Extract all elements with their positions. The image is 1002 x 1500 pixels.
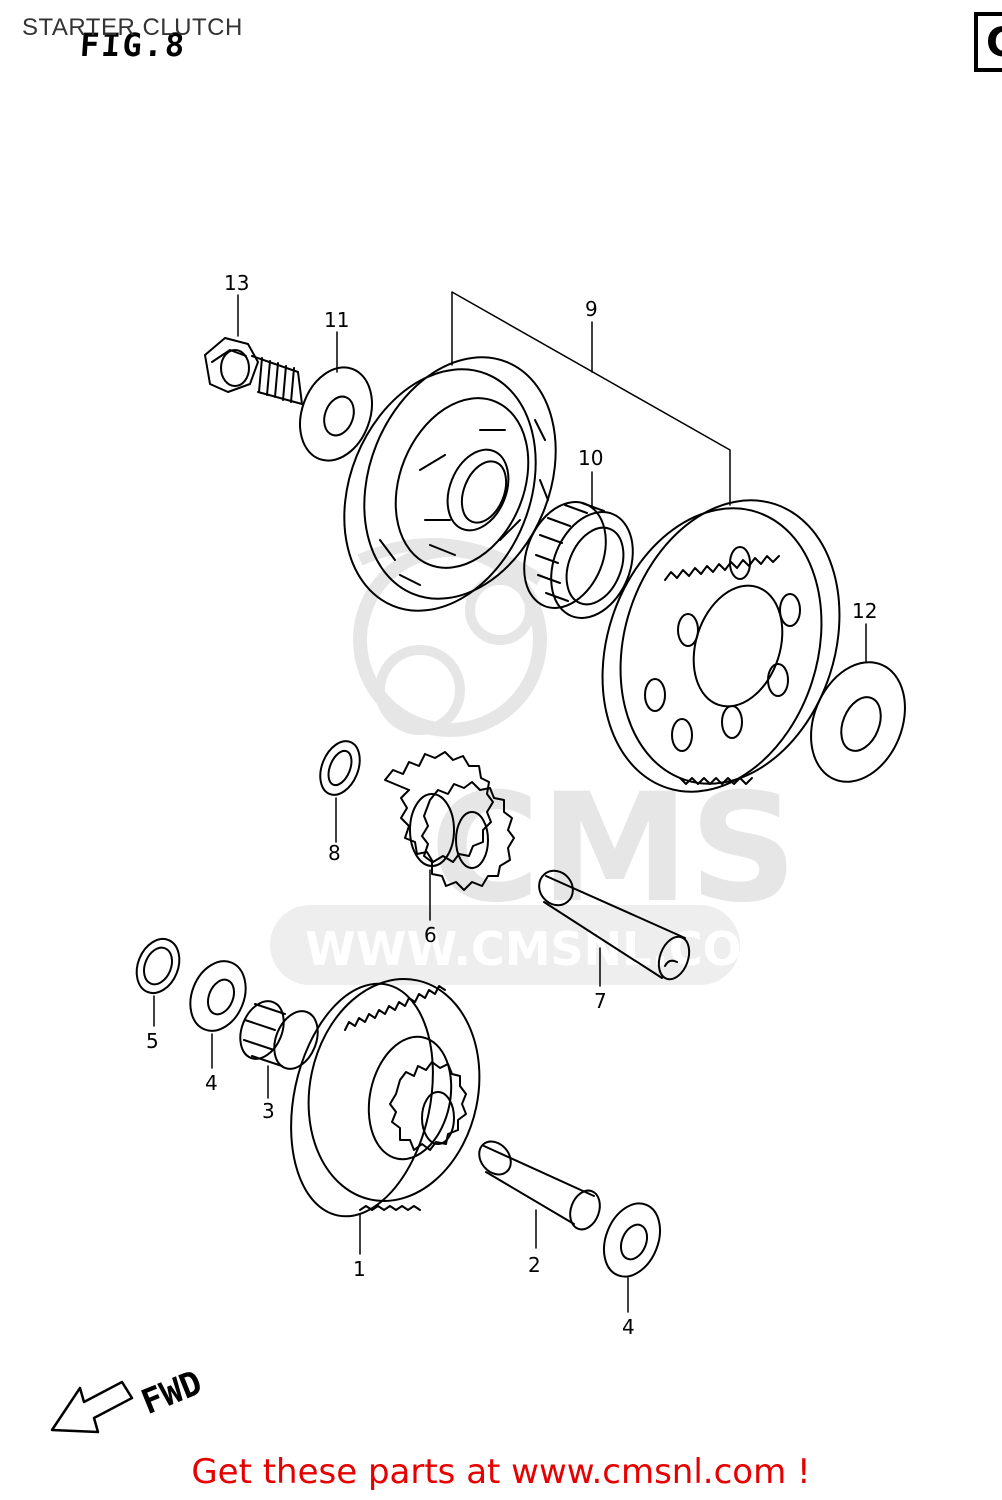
part-4-washer-left [189, 960, 247, 1032]
callout-7: 7 [594, 989, 607, 1013]
watermark: CMS WWW.CMSNL.COM [270, 538, 797, 985]
part-2-shaft [478, 1140, 601, 1231]
fwd-label: FWD [136, 1363, 208, 1423]
callout-9: 9 [585, 297, 598, 321]
part-4-washer-right [603, 1202, 661, 1278]
part-9-clutch-housing [343, 356, 557, 612]
part-1-idle-gear [290, 978, 481, 1218]
corner-glyph: C [986, 20, 1002, 66]
part-9-driven-gear [601, 499, 841, 793]
part-11-washer [299, 366, 373, 462]
part-13-bolt [204, 337, 303, 405]
footer-cta-link[interactable]: Get these parts at www.cmsnl.com ! [191, 1452, 811, 1492]
callout-12: 12 [852, 599, 877, 623]
part-8-washer [319, 740, 361, 796]
callout-1: 1 [353, 1257, 366, 1281]
callout-5: 5 [146, 1029, 159, 1053]
page-title: STARTER CLUTCH [22, 14, 243, 41]
watermark-url: WWW.CMSNL.COM [305, 922, 788, 976]
part-5-circlip [135, 937, 181, 995]
part-3-bearing [239, 1000, 319, 1070]
exploded-diagram: CMS WWW.CMSNL.COM [50, 271, 906, 1434]
corner-frame [974, 12, 1002, 72]
callout-3: 3 [262, 1099, 275, 1123]
callout-13: 13 [224, 271, 249, 295]
part-6-idle-gear [384, 751, 515, 891]
callout-2: 2 [528, 1253, 541, 1277]
part-10-bearing [523, 501, 634, 619]
part-7-shaft [538, 869, 691, 981]
leader-9 [451, 291, 731, 506]
callout-8: 8 [328, 841, 341, 865]
callout-labels: 13 11 9 10 12 8 6 7 5 4 3 1 2 4 [146, 271, 877, 1339]
callout-6: 6 [424, 923, 437, 947]
callout-4a: 4 [205, 1071, 218, 1095]
callout-10: 10 [578, 446, 603, 470]
fwd-arrow-icon [50, 1380, 134, 1434]
callout-11: 11 [324, 308, 349, 332]
callout-4b: 4 [622, 1315, 635, 1339]
part-12-washer [810, 661, 906, 783]
